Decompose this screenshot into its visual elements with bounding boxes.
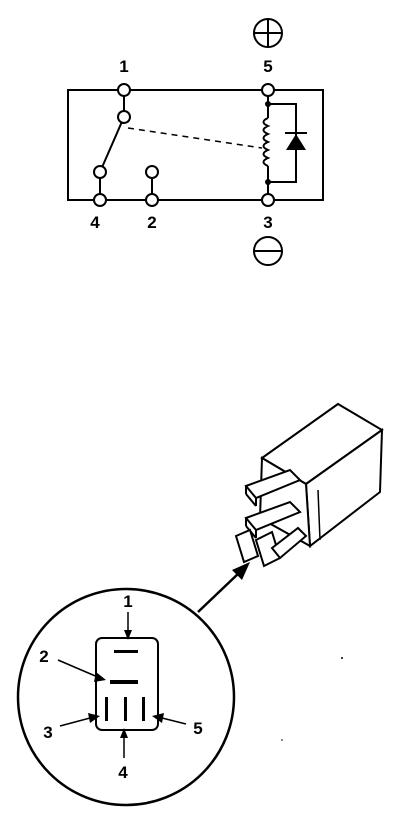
plus-circle-icon bbox=[253, 18, 283, 48]
contact-no bbox=[145, 165, 159, 179]
pointer-arrow bbox=[197, 562, 250, 613]
terminal-1 bbox=[117, 83, 131, 97]
moving-contact bbox=[117, 110, 131, 124]
pin-2-label: 2 bbox=[39, 647, 48, 666]
connector-detail: 1 2 3 4 5 bbox=[16, 587, 236, 807]
relay-schematic: 1 5 4 2 3 bbox=[67, 18, 324, 266]
diode-icon bbox=[286, 134, 306, 150]
minus-circle-icon bbox=[253, 236, 283, 266]
terminal-2-label: 2 bbox=[147, 213, 156, 232]
blade-terminal bbox=[234, 528, 260, 564]
leader-arrow-4 bbox=[120, 728, 128, 758]
terminal-4 bbox=[93, 193, 107, 207]
switch-arm bbox=[99, 116, 125, 173]
pin-1 bbox=[114, 650, 138, 653]
pin-3-label: 3 bbox=[43, 723, 52, 742]
relay-body-drawing bbox=[234, 402, 384, 568]
terminal-1-label: 1 bbox=[119, 57, 128, 76]
blade-terminal bbox=[270, 526, 308, 560]
leader-arrow-2 bbox=[57, 659, 106, 682]
junction-dot bbox=[265, 179, 271, 185]
relay-shade bbox=[317, 489, 321, 541]
mechanical-link bbox=[127, 127, 263, 149]
scan-speck bbox=[341, 657, 343, 659]
junction-dot bbox=[265, 101, 271, 107]
schematic-frame bbox=[67, 89, 324, 201]
pin-3 bbox=[105, 697, 108, 721]
terminal-2 bbox=[145, 193, 159, 207]
pin-1-label: 1 bbox=[123, 592, 132, 611]
terminal-4-label: 4 bbox=[90, 213, 100, 232]
blade-terminal bbox=[244, 468, 302, 500]
pin-5-label: 5 bbox=[193, 719, 202, 738]
coil-winding bbox=[262, 117, 271, 167]
pin-4-label: 4 bbox=[118, 763, 128, 782]
blade-terminal bbox=[244, 500, 302, 532]
pin-5 bbox=[142, 697, 145, 721]
terminal-3 bbox=[261, 193, 275, 207]
pin-4 bbox=[124, 697, 127, 721]
pin-2 bbox=[110, 680, 138, 684]
leader-arrow-3 bbox=[59, 713, 100, 727]
terminal-5-label: 5 bbox=[263, 57, 272, 76]
scan-speck bbox=[281, 739, 283, 741]
leader-arrow-5 bbox=[152, 713, 187, 725]
leader-arrow-1 bbox=[124, 612, 132, 640]
contact-nc bbox=[93, 165, 107, 179]
terminal-3-label: 3 bbox=[263, 213, 272, 232]
terminal-5 bbox=[261, 83, 275, 97]
